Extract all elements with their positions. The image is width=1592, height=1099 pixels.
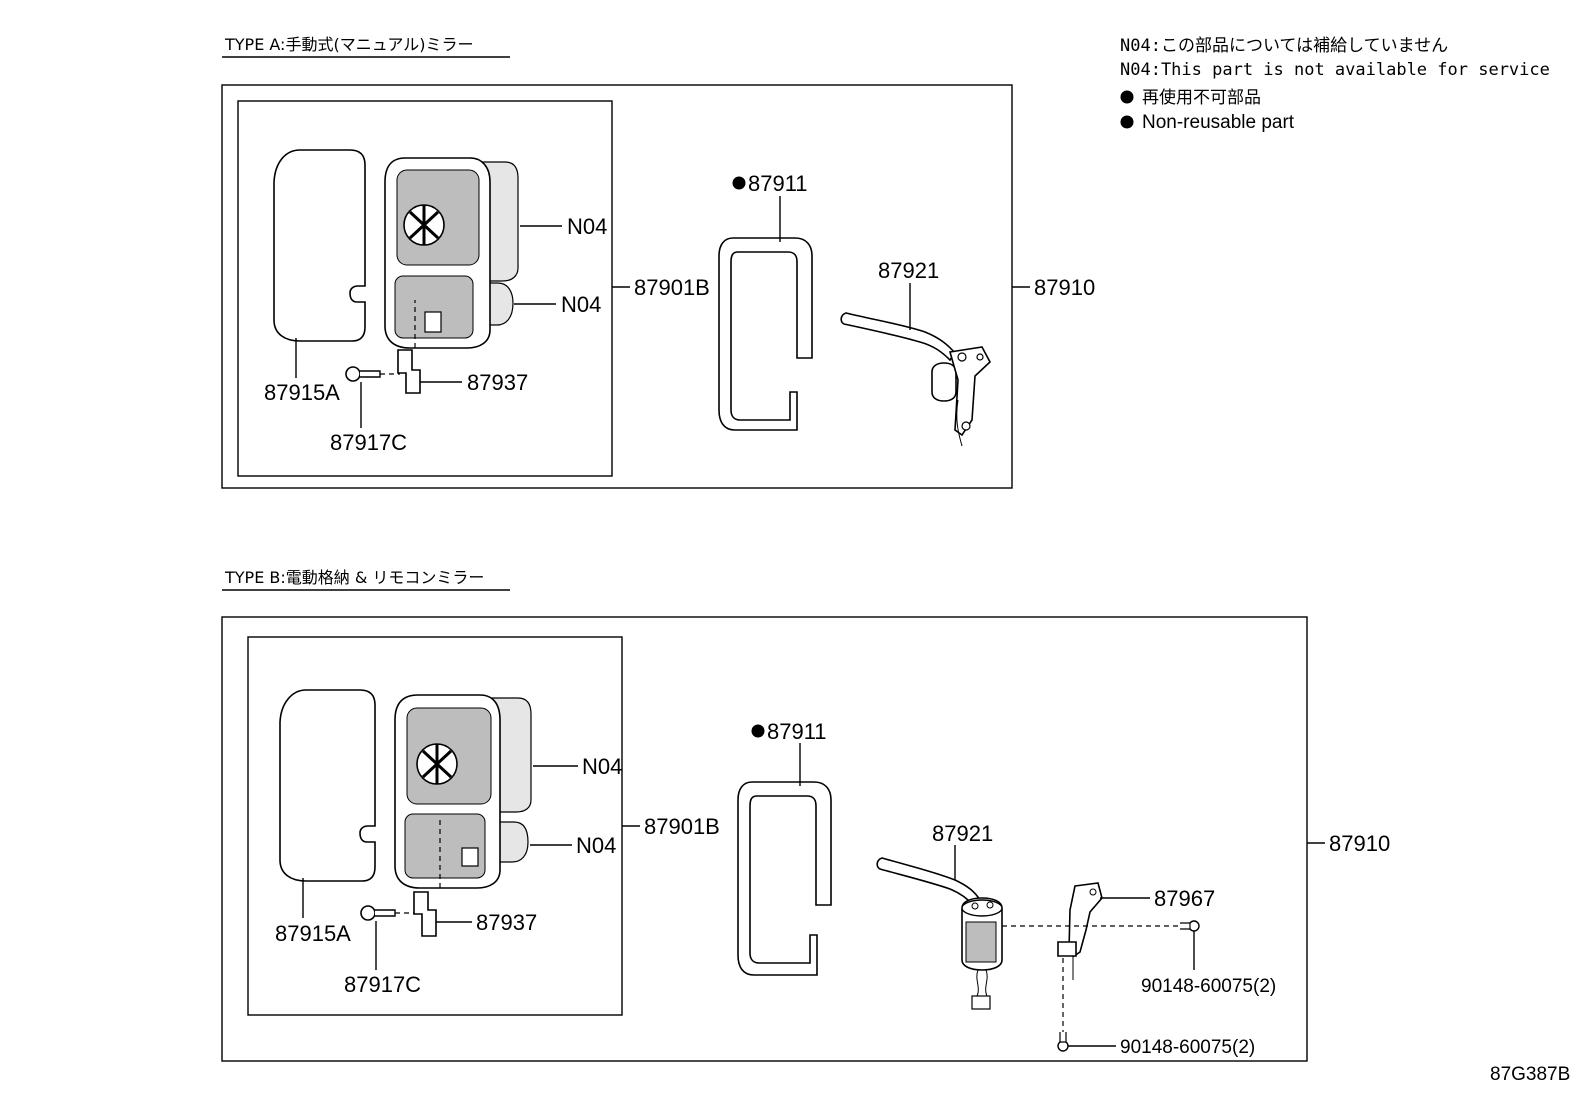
non-reusable-bullet-icon <box>732 176 746 190</box>
label-87910: 87910 <box>1034 275 1095 300</box>
label-n04-upper: N04 <box>567 214 607 239</box>
label-87910: 87910 <box>1329 831 1390 856</box>
stay-arm-shape <box>840 312 957 362</box>
note-nonreuse-en: Non-reusable part <box>1142 112 1295 133</box>
label-87921: 87921 <box>932 821 993 846</box>
type-a-section: TYPE A:手動式(マニュアル)ミラー <box>221 35 1095 489</box>
mirror-glass-shape <box>273 149 366 342</box>
mirror-body-lower-cavity <box>394 275 474 339</box>
label-87901b: 87901B <box>634 275 710 300</box>
label-87937: 87937 <box>476 910 537 935</box>
clip-slot <box>424 311 442 333</box>
label-bolt-lower: 90148-60075(2) <box>1120 1037 1255 1058</box>
stay-hole-icon <box>1089 888 1097 896</box>
bolt-lower-shank <box>1059 1032 1067 1043</box>
mirror-glass-shape <box>279 689 376 882</box>
legend-notes: N04:この部品については補給していません N04:This part is n… <box>1120 36 1550 133</box>
label-87911: 87911 <box>748 171 808 196</box>
screw-shank <box>360 370 381 378</box>
label-87915a: 87915A <box>275 921 351 946</box>
label-87921: 87921 <box>878 258 939 283</box>
label-87937: 87937 <box>467 370 528 395</box>
retract-bracket-foot <box>1057 941 1077 957</box>
label-87901b: 87901B <box>644 814 720 839</box>
type-b-title: TYPE B:電動格納 & リモコンミラー <box>224 568 484 587</box>
motor-connector <box>971 995 991 1010</box>
bracket-shape <box>397 349 421 394</box>
clip-slot <box>461 847 479 867</box>
mirror-body-lower-cavity <box>404 813 486 879</box>
figure-code: 87G387B <box>1490 1064 1570 1085</box>
screw-head-icon <box>345 366 361 382</box>
stay-plate-shape <box>948 346 991 437</box>
pivot-spokes <box>421 744 453 784</box>
stay-hole-icon <box>961 421 971 431</box>
label-87967: 87967 <box>1154 886 1215 911</box>
screw-shank <box>375 909 396 917</box>
stay-hole-icon <box>986 901 994 909</box>
bolt-upper-shank <box>1180 922 1191 930</box>
stay-hole-icon <box>971 902 979 910</box>
stay-arm-shape <box>876 857 982 908</box>
label-87915a: 87915A <box>264 380 340 405</box>
retract-bracket-shape <box>1068 882 1103 958</box>
motor-wires <box>975 969 989 999</box>
label-n04-lower: N04 <box>561 292 601 317</box>
note-n04-jp: N04:この部品については補給していません <box>1120 36 1448 56</box>
gasket-shape <box>737 781 832 976</box>
type-b-outer-frame <box>221 616 1308 1062</box>
gasket-shape <box>718 237 813 431</box>
label-87911: 87911 <box>767 719 827 744</box>
label-bolt-upper: 90148-60075(2) <box>1141 976 1276 997</box>
stay-wire <box>956 399 963 447</box>
label-87917c: 87917C <box>330 430 407 455</box>
stay-hinge-shape <box>931 362 957 402</box>
note-nonreuse-jp: 再使用不可部品 <box>1142 87 1261 108</box>
stay-hole-icon <box>976 353 984 361</box>
non-reusable-bullet-icon <box>1120 90 1134 104</box>
non-reusable-bullet-icon <box>751 724 765 738</box>
stay-hole-icon <box>957 352 967 362</box>
label-n04-upper: N04 <box>582 754 622 779</box>
pivot-spokes <box>408 205 440 245</box>
non-reusable-bullet-icon <box>1120 115 1134 129</box>
note-n04-en: N04:This part is not available for servi… <box>1120 60 1550 80</box>
type-a-inner-frame <box>237 100 613 477</box>
bracket-shape <box>413 891 437 937</box>
type-b-section: TYPE B:電動格納 & リモコンミラー <box>221 568 1390 1062</box>
screw-head-icon <box>360 905 376 921</box>
motor-body <box>965 921 997 963</box>
motor-top <box>961 899 1003 917</box>
type-a-title: TYPE A:手動式(マニュアル)ミラー <box>224 35 473 54</box>
label-87917c: 87917C <box>344 972 421 997</box>
label-n04-lower: N04 <box>576 833 616 858</box>
